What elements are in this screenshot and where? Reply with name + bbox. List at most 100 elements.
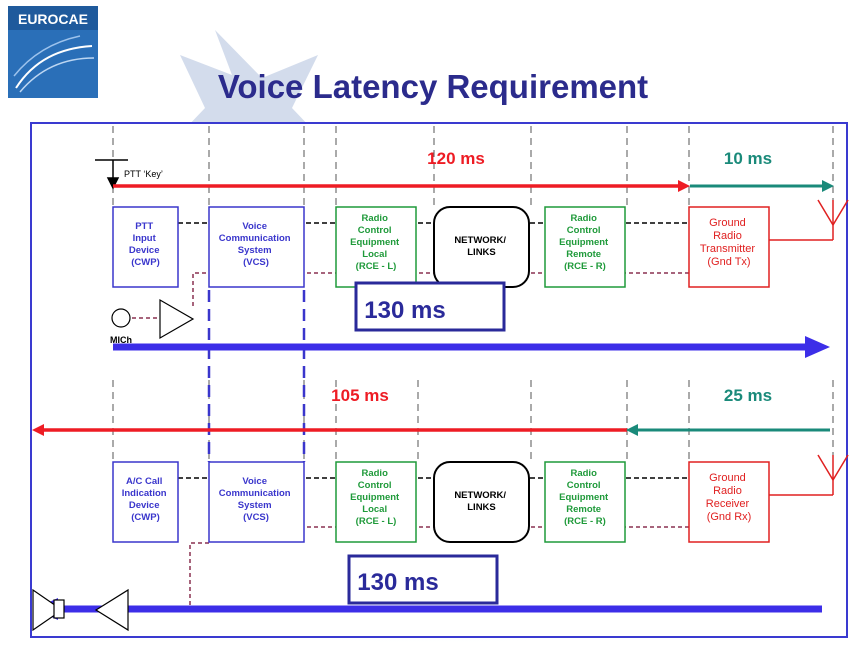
rx-total-latency-label: 130 ms xyxy=(357,569,438,596)
tx-rce-l-line-5: (RCE - L) xyxy=(356,261,397,272)
tx-box-labels: PTT Input Device (CWP) Voice Communicati… xyxy=(129,213,758,272)
rx-teal-arrowhead xyxy=(626,424,638,436)
tx-ptt-label: PTT Input Device (CWP) xyxy=(129,221,162,268)
rx-gnd-rx-box xyxy=(688,461,770,543)
tx-red-arrowhead xyxy=(678,180,690,192)
rx-rce-l-label: Radio Control Equipment Local (RCE - L) xyxy=(350,468,402,527)
rx-network-box xyxy=(433,461,530,543)
rx-rce-r-box xyxy=(544,461,626,543)
tx-vcs-line-2: Communication xyxy=(219,233,291,244)
rx-box-labels: A/C Call Indication Device (CWP) Voice C… xyxy=(122,468,752,527)
speaker-icon xyxy=(32,588,129,632)
tx-ptt-box xyxy=(112,206,179,288)
rx-network-line-1: NETWORK/ xyxy=(454,490,506,501)
rx-rce-l-line-1: Radio xyxy=(361,468,388,479)
ptt-key-label: PTT ‘Key’ xyxy=(124,169,163,179)
tx-gnd-tx-line-3: Transmitter xyxy=(700,243,756,255)
rx-red-arrowhead xyxy=(32,424,44,436)
tx-rce-r-label: Radio Control Equipment Remote (RCE - R) xyxy=(559,213,611,272)
rx-rce-l-line-3: Equipment xyxy=(350,492,400,503)
tx-rce-l-line-3: Equipment xyxy=(350,237,400,248)
rx-rce-l-box xyxy=(335,461,417,543)
logo-text: EUROCAE xyxy=(18,11,88,27)
tx-gnd-tx-box xyxy=(688,206,770,288)
rx-rce-l-line-5: (RCE - L) xyxy=(356,516,397,527)
tx-rce-l-line-1: Radio xyxy=(361,213,388,224)
tx-rce-r-line-3: Equipment xyxy=(559,237,609,248)
tx-rce-l-box xyxy=(335,206,417,288)
microphone-icon xyxy=(111,308,131,328)
tx-vcs-line-3: System xyxy=(238,245,272,256)
tx-total-latency-box xyxy=(354,281,506,332)
page-title: Voice Latency Requirement xyxy=(218,68,648,105)
rx-ac-call-box xyxy=(112,461,179,543)
tx-vcs-box xyxy=(208,206,305,288)
tx-amplifier-icon xyxy=(159,298,195,340)
tx-total-latency-label: 130 ms xyxy=(364,297,445,324)
tx-vcs-label: Voice Communication System (VCS) xyxy=(219,221,293,268)
rx-vcs-line-1: Voice xyxy=(242,476,267,487)
tx-ptt-line-1: PTT xyxy=(135,221,153,232)
tx-rce-r-line-2: Control xyxy=(567,225,601,236)
rx-total-latency-box xyxy=(347,554,499,605)
background-star-icon xyxy=(165,30,332,196)
tx-gnd-tx-line-1: Ground xyxy=(709,217,746,229)
tx-vcs-line-4: (VCS) xyxy=(243,257,269,268)
mic-label: MICh xyxy=(110,335,132,345)
rx-gnd-rx-line-2: Radio xyxy=(713,485,742,497)
rx-rce-l-line-2: Control xyxy=(358,480,392,491)
rx-gnd-rx-line-3: Receiver xyxy=(706,498,750,510)
rx-rce-r-label: Radio Control Equipment Remote (RCE - R) xyxy=(559,468,611,527)
tx-ptt-line-4: (CWP) xyxy=(131,257,160,268)
rx-vcs-line-3: System xyxy=(238,500,272,511)
tx-teal-segment-label: 10 ms xyxy=(724,149,772,168)
rx-vcs-line-4: (VCS) xyxy=(243,512,269,523)
rx-network-line-2: LINKS xyxy=(467,502,496,513)
rx-rce-r-line-3: Equipment xyxy=(559,492,609,503)
tx-rce-r-box xyxy=(544,206,626,288)
rx-ac-call-line-2: Indication xyxy=(122,488,167,499)
tx-gnd-tx-line-4: (Gnd Tx) xyxy=(707,256,750,268)
rx-rce-r-line-5: (RCE - R) xyxy=(564,516,606,527)
rx-ac-call-line-4: (CWP) xyxy=(131,512,160,523)
tx-gnd-tx-line-2: Radio xyxy=(713,230,742,242)
tx-rce-r-line-5: (RCE - R) xyxy=(564,261,606,272)
tx-antenna-icon xyxy=(769,199,849,241)
rx-vcs-box xyxy=(208,461,305,543)
rx-ac-call-label: A/C Call Indication Device (CWP) xyxy=(122,476,170,523)
tx-rce-r-line-4: Remote xyxy=(566,249,601,260)
tx-network-line-1: NETWORK/ xyxy=(454,235,506,246)
tx-network-line-2: LINKS xyxy=(467,247,496,258)
rx-rce-l-line-4: Local xyxy=(362,504,387,515)
tx-audio-line xyxy=(132,272,689,319)
rx-ac-call-line-1: A/C Call xyxy=(126,476,162,487)
rx-gnd-rx-line-4: (Gnd Rx) xyxy=(707,511,752,523)
rx-rce-r-line-4: Remote xyxy=(566,504,601,515)
rx-red-segment-label: 105 ms xyxy=(331,386,389,405)
tx-ptt-line-2: Input xyxy=(133,233,157,244)
tx-gnd-tx-label: Ground Radio Transmitter (Gnd Tx) xyxy=(700,217,758,268)
tx-rce-l-line-4: Local xyxy=(362,249,387,260)
rx-network-label: NETWORK/ LINKS xyxy=(454,490,508,513)
tx-teal-arrowhead xyxy=(822,180,834,192)
rx-vcs-line-2: Communication xyxy=(219,488,291,499)
eurocae-logo: EUROCAE xyxy=(8,6,98,98)
rx-gnd-rx-label: Ground Radio Receiver (Gnd Rx) xyxy=(706,472,752,523)
rx-vcs-label: Voice Communication System (VCS) xyxy=(219,476,293,523)
tx-vcs-line-1: Voice xyxy=(242,221,267,232)
tx-red-segment-label: 120 ms xyxy=(427,149,485,168)
tx-total-arrowhead xyxy=(805,336,830,358)
rx-ac-call-line-3: Device xyxy=(129,500,160,511)
vcs-link-dashes xyxy=(207,290,306,462)
tx-rce-l-line-2: Control xyxy=(358,225,392,236)
tx-rce-l-label: Radio Control Equipment Local (RCE - L) xyxy=(350,213,402,272)
tx-ptt-line-3: Device xyxy=(129,245,160,256)
rx-antenna-icon xyxy=(769,454,849,496)
rx-teal-segment-label: 25 ms xyxy=(724,386,772,405)
rx-gnd-rx-line-1: Ground xyxy=(709,472,746,484)
rx-rce-r-line-1: Radio xyxy=(570,468,597,479)
tx-rce-r-line-1: Radio xyxy=(570,213,597,224)
tx-network-label: NETWORK/ LINKS xyxy=(454,235,508,258)
